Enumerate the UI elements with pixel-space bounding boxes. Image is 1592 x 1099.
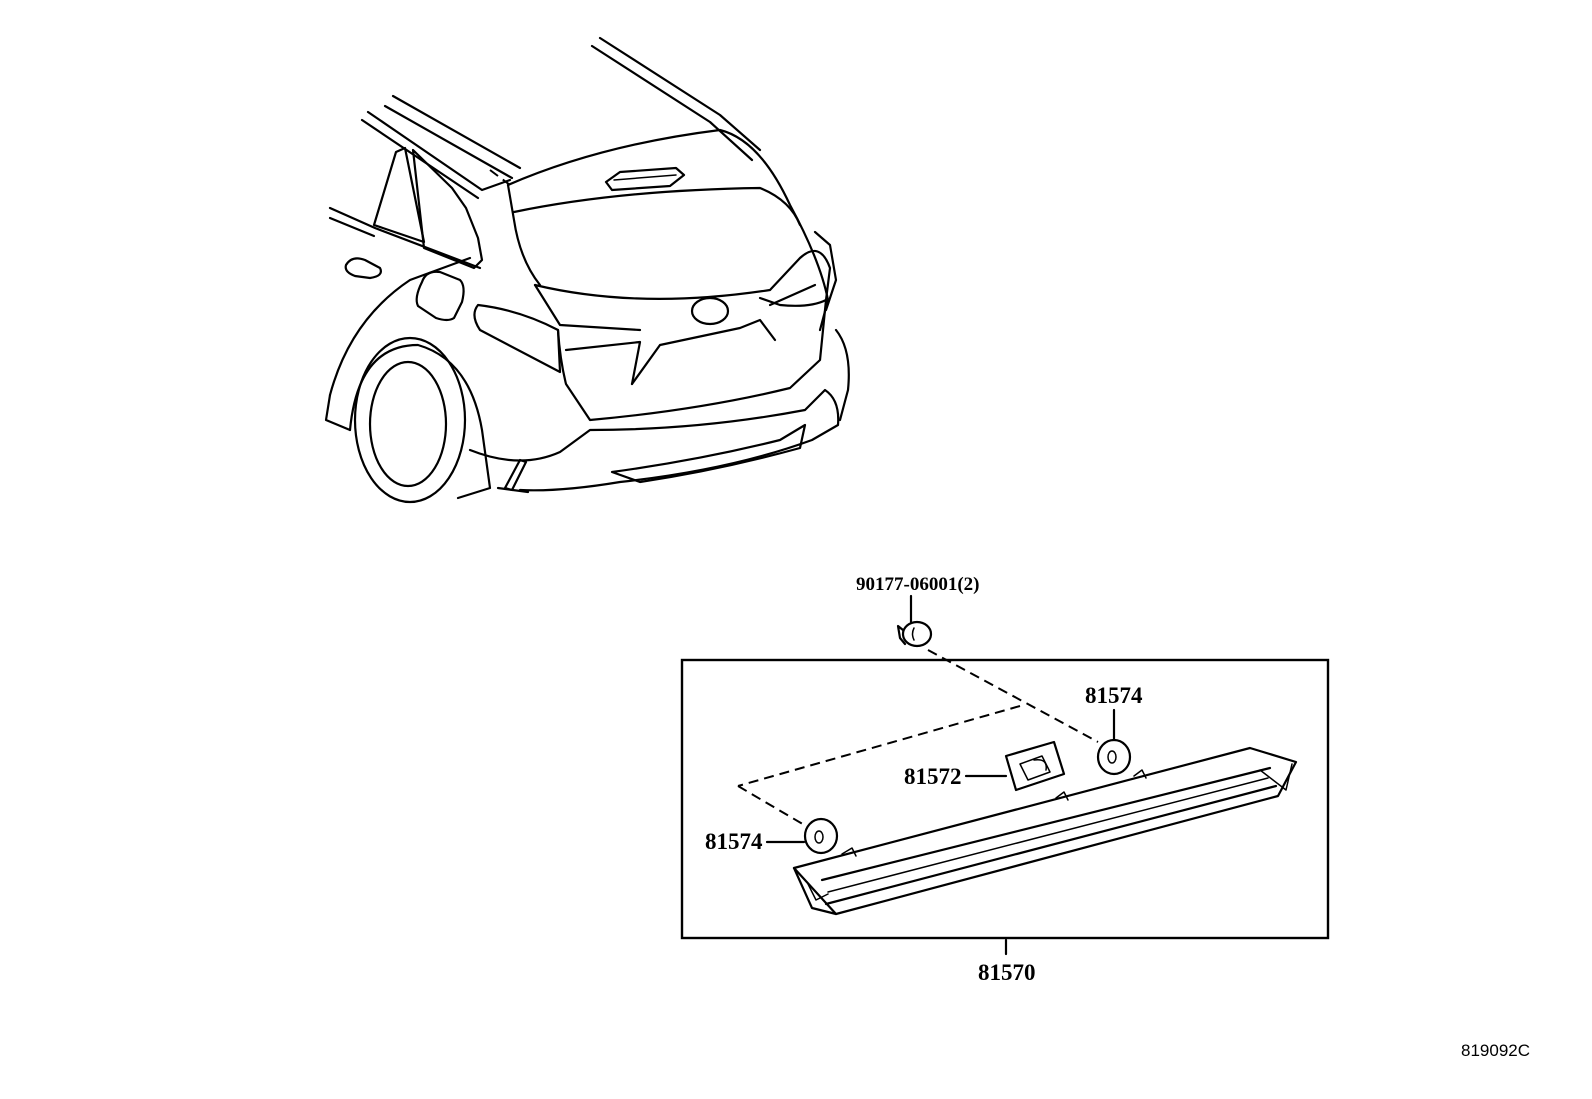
high-mount-stop-lamp <box>792 746 1298 916</box>
drawing-id: 819092C <box>1461 1041 1530 1060</box>
assembly-frame <box>680 658 1330 940</box>
grommet-lower <box>803 817 839 855</box>
assembly-dashed-line <box>737 705 1021 787</box>
bolt <box>896 620 933 648</box>
grommet-upper <box>1096 738 1132 776</box>
grommet-upper-part-number: 81574 <box>1085 683 1143 708</box>
assembly-dashed-line <box>927 649 1099 743</box>
grommet-lower-part-number: 81574 <box>705 829 763 854</box>
gasket-part-number: 81572 <box>904 764 962 789</box>
bolt-label: 90177-06001(2) <box>856 574 979 595</box>
gasket <box>1004 740 1066 792</box>
bolt-part-number: 90177-06001(2) <box>856 574 979 595</box>
assembly-dashed-line <box>737 785 807 827</box>
lamp-assembly-part-number: 81570 <box>978 960 1036 985</box>
vehicle-rear-illustration <box>324 36 850 504</box>
